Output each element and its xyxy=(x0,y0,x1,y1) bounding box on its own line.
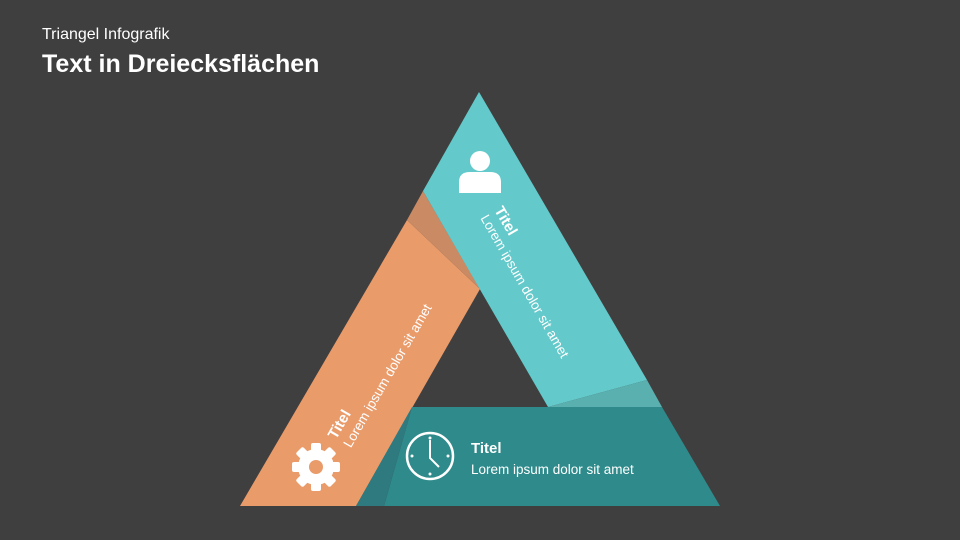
segment-bottom-title: Titel xyxy=(471,440,502,457)
segment-left-overlap xyxy=(407,191,480,289)
segment-bottom-overlap xyxy=(356,407,412,506)
slide-subtitle: Triangel Infografik xyxy=(42,26,170,43)
user-icon xyxy=(459,151,501,193)
segment-bottom xyxy=(384,407,720,506)
segment-left xyxy=(240,220,480,506)
clock-icon xyxy=(405,431,455,481)
gear-icon xyxy=(292,443,340,491)
segment-bottom-text: Lorem ipsum dolor sit amet xyxy=(471,462,634,477)
segment-right-overlap xyxy=(548,380,662,407)
slide-title: Text in Dreiecksflächen xyxy=(42,50,320,78)
